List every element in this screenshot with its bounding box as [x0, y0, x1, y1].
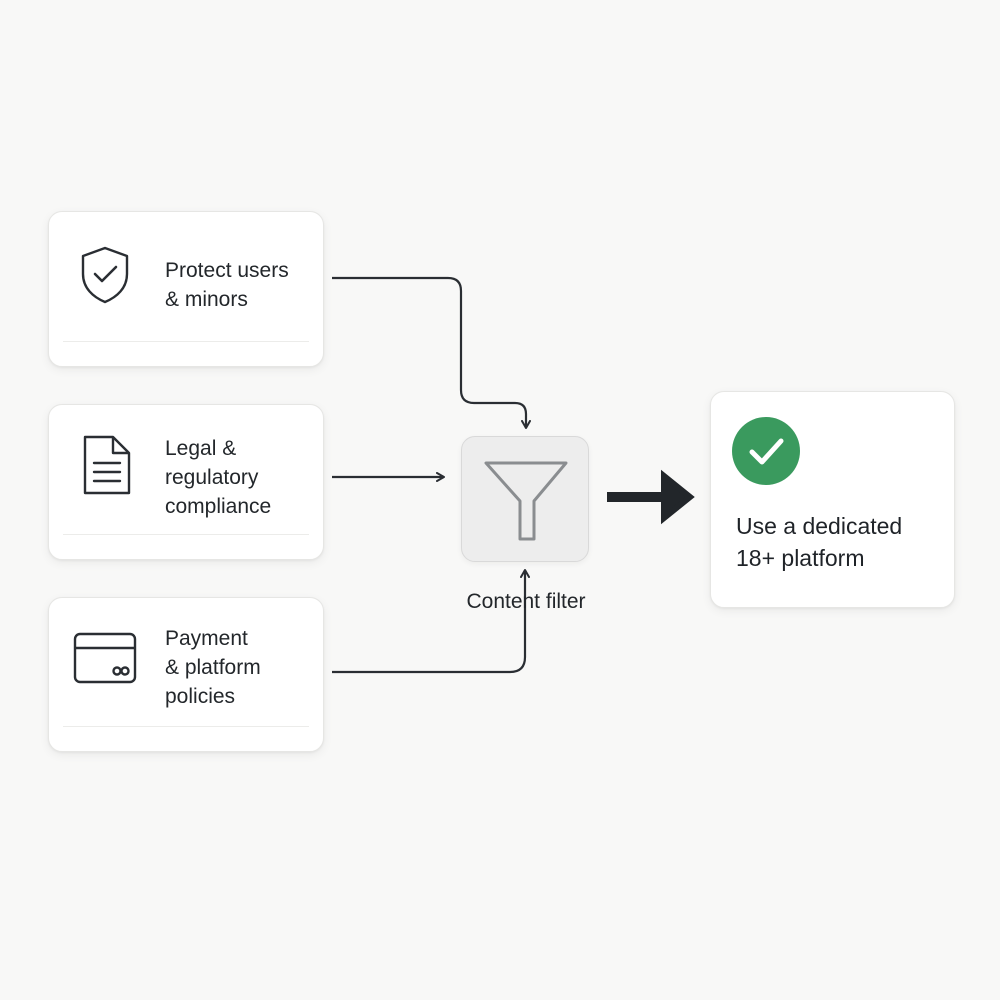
connector-filter-to-result: [607, 469, 695, 525]
content-filter-box: [461, 436, 589, 562]
shield-check-icon: [81, 246, 129, 304]
check-circle-icon: [732, 417, 800, 485]
result-label: Use a dedicated 18+ platform: [736, 513, 903, 571]
input-card-payment-policies: Payment & platform policies: [48, 597, 324, 752]
connector-payment-to-filter: [332, 569, 530, 674]
input-label-protect-users: Protect users & minors: [165, 259, 289, 311]
card-divider: [63, 341, 309, 342]
input-label-legal-compliance: Legal & regulatory compliance: [165, 437, 272, 518]
result-card: Use a dedicated 18+ platform: [710, 391, 955, 608]
input-card-legal-compliance: Legal & regulatory compliance: [48, 404, 324, 560]
card-divider: [63, 726, 309, 727]
card-divider: [63, 534, 309, 535]
document-icon: [83, 435, 131, 495]
funnel-icon: [484, 461, 568, 541]
credit-card-icon: [73, 632, 137, 684]
connector-protect-to-filter: [332, 276, 531, 429]
input-card-protect-users: Protect users & minors: [48, 211, 324, 367]
input-label-payment-policies: Payment & platform policies: [165, 627, 261, 708]
content-filter-label: Content filter: [466, 590, 586, 613]
